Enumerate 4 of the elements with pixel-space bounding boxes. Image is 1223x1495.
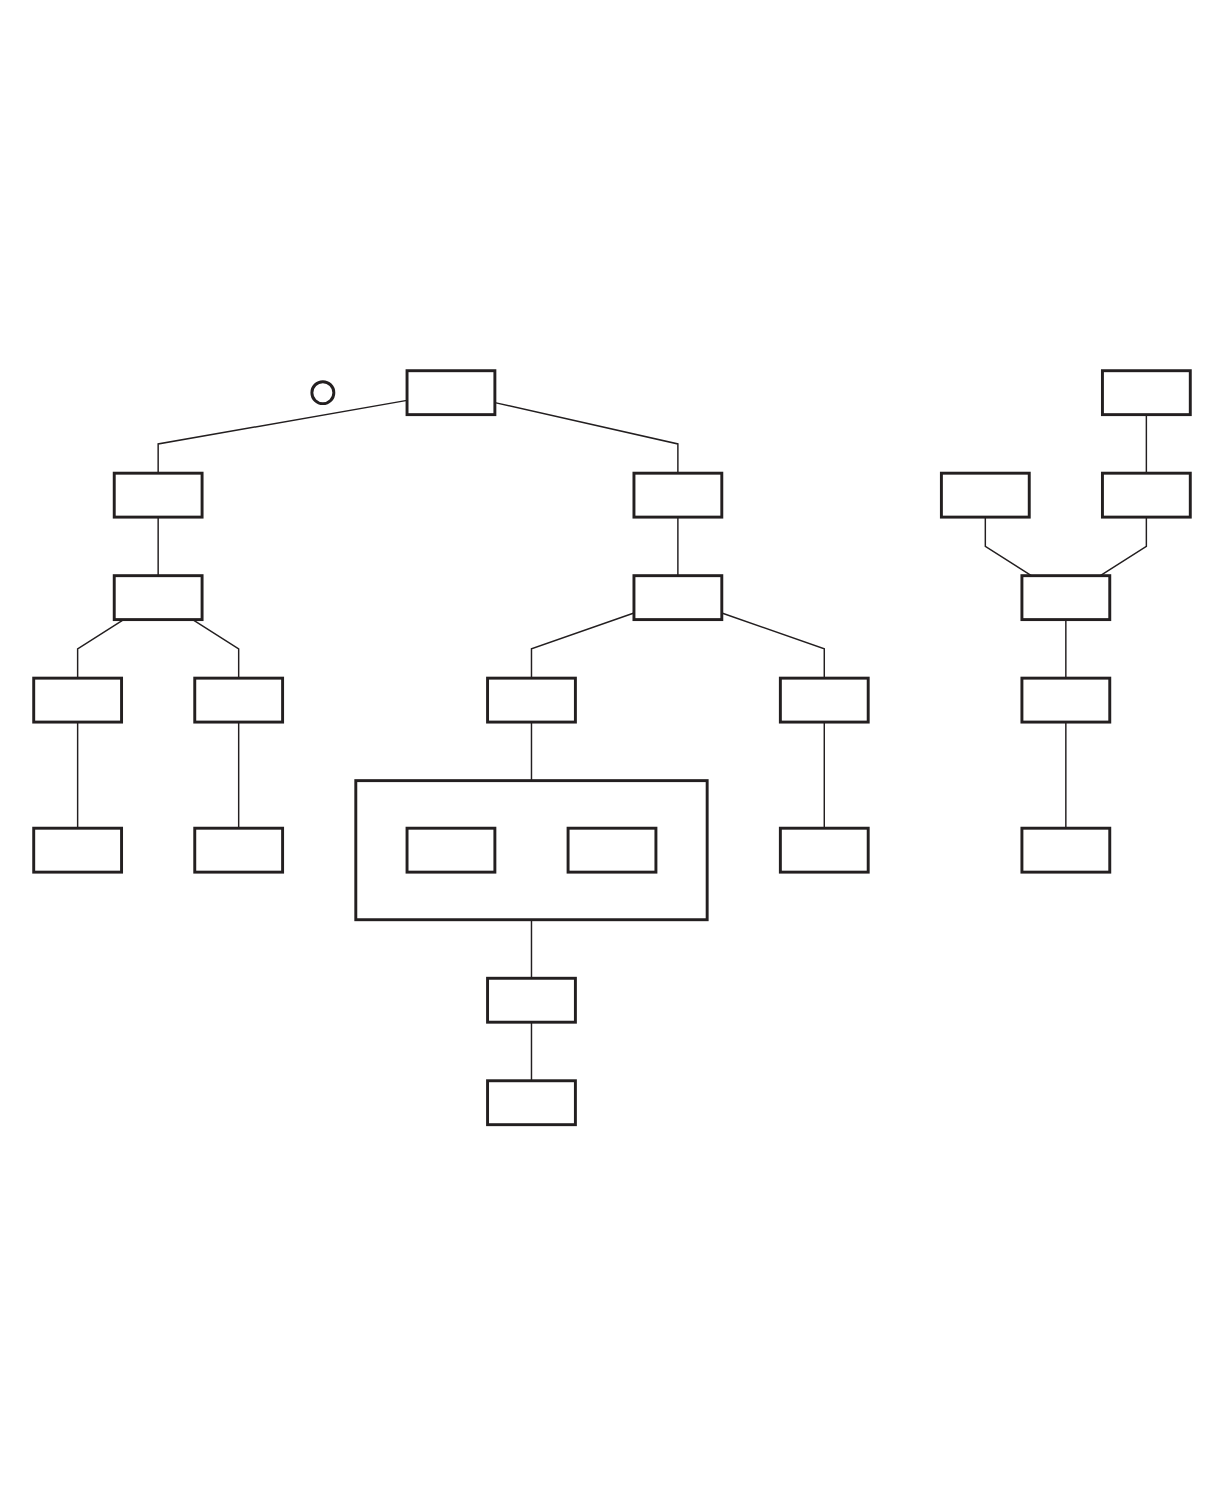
connector: [823, 721, 825, 829]
connector: [237, 721, 239, 829]
connector: [1064, 721, 1067, 829]
connector: [76, 721, 78, 829]
